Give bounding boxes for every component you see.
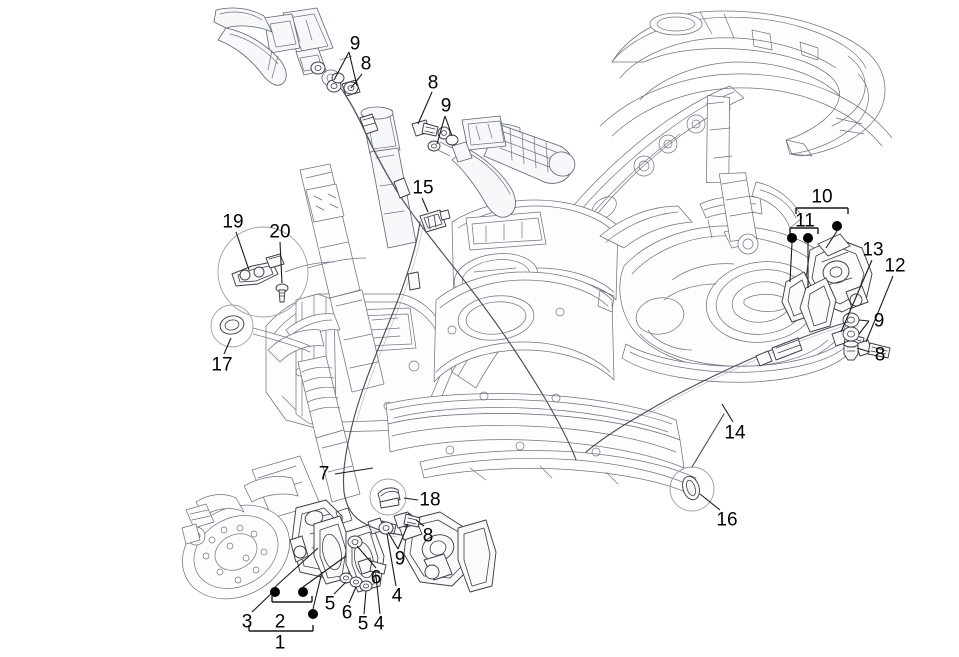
rear-wheel-group [599, 73, 893, 147]
callout-1-front-caliper-assembly[interactable]: 1 [274, 632, 286, 654]
callout-11-rear-brake-pads[interactable]: 11 [795, 210, 815, 232]
callout-17-grommet[interactable]: 17 [211, 354, 233, 376]
callout-9-front-banjo-seals[interactable]: 9 [349, 33, 361, 55]
callout-8-front-banjo-bolt[interactable]: 8 [360, 53, 372, 75]
switch-detail-group [217, 226, 367, 318]
callout-8-rear-master-banjo-bolt[interactable]: 8 [427, 72, 439, 94]
rear-brake-hose-group [585, 321, 849, 453]
bolt-12 [855, 339, 891, 359]
footboard-group [385, 391, 697, 495]
callout-4-caliper-bolt-upper[interactable]: 4 [391, 585, 403, 607]
front-banjo-hardware-group [378, 511, 421, 535]
callout-18-hose-guide-clip[interactable]: 18 [419, 489, 441, 511]
callout-7-front-brake-hose[interactable]: 7 [318, 463, 330, 485]
callout-9-front-caliper-seals[interactable]: 9 [394, 548, 406, 570]
callout-8-front-caliper-banjo-bolt[interactable]: 8 [422, 525, 434, 547]
rear-suspension-group [705, 95, 803, 255]
callout-5-spacer-lower[interactable]: 5 [357, 613, 369, 635]
left-handlebar-group [213, 7, 353, 87]
callout-13-caliper-bolt-short[interactable]: 13 [862, 239, 884, 261]
callout-19-brake-switch[interactable]: 19 [222, 211, 244, 233]
bolt-4-lower [357, 557, 387, 575]
right-handlebar-group [437, 115, 576, 218]
hose-guide-clip-detail [369, 478, 407, 516]
callout-20-switch-screw[interactable]: 20 [269, 221, 291, 243]
callout-15-hose-clamp[interactable]: 15 [412, 177, 434, 199]
callout-10-rear-caliper-assembly[interactable]: 10 [811, 186, 833, 208]
callout-6-washer-lower[interactable]: 6 [341, 602, 353, 624]
callout-12-caliper-bolt-long[interactable]: 12 [884, 255, 906, 277]
screw-20 [275, 283, 289, 303]
callout-3-pad-left[interactable]: 3 [241, 611, 253, 633]
callout-16-hose-grommet[interactable]: 16 [716, 509, 738, 531]
hose-clamp-15 [419, 209, 451, 233]
front-wheel-disc-group [181, 494, 290, 600]
frame-grommet-detail [210, 304, 311, 353]
callout-6-washer-upper[interactable]: 6 [370, 567, 382, 589]
right-master-banjo-group [411, 119, 459, 152]
callout-4-caliper-bolt-lower[interactable]: 4 [373, 613, 385, 635]
callout-5-spacer-upper[interactable]: 5 [324, 593, 336, 615]
leader-lines [223, 51, 894, 632]
hose-grommet-detail [669, 413, 725, 512]
rear-banjo-group [842, 312, 860, 361]
washer-6-upper [347, 535, 363, 549]
callout-2-pad-set[interactable]: 2 [274, 611, 286, 633]
callout-14-rear-brake-hose[interactable]: 14 [724, 422, 746, 444]
callout-9-rear-master-seals[interactable]: 9 [440, 95, 452, 117]
callout-9-rear-caliper-seals[interactable]: 9 [873, 310, 885, 332]
spacer-stack-5-6 [339, 572, 373, 592]
callout-8-rear-caliper-banjo-bolt[interactable]: 8 [874, 344, 886, 366]
tail-body-group [611, 10, 886, 157]
rear-caliper-group [781, 233, 891, 359]
